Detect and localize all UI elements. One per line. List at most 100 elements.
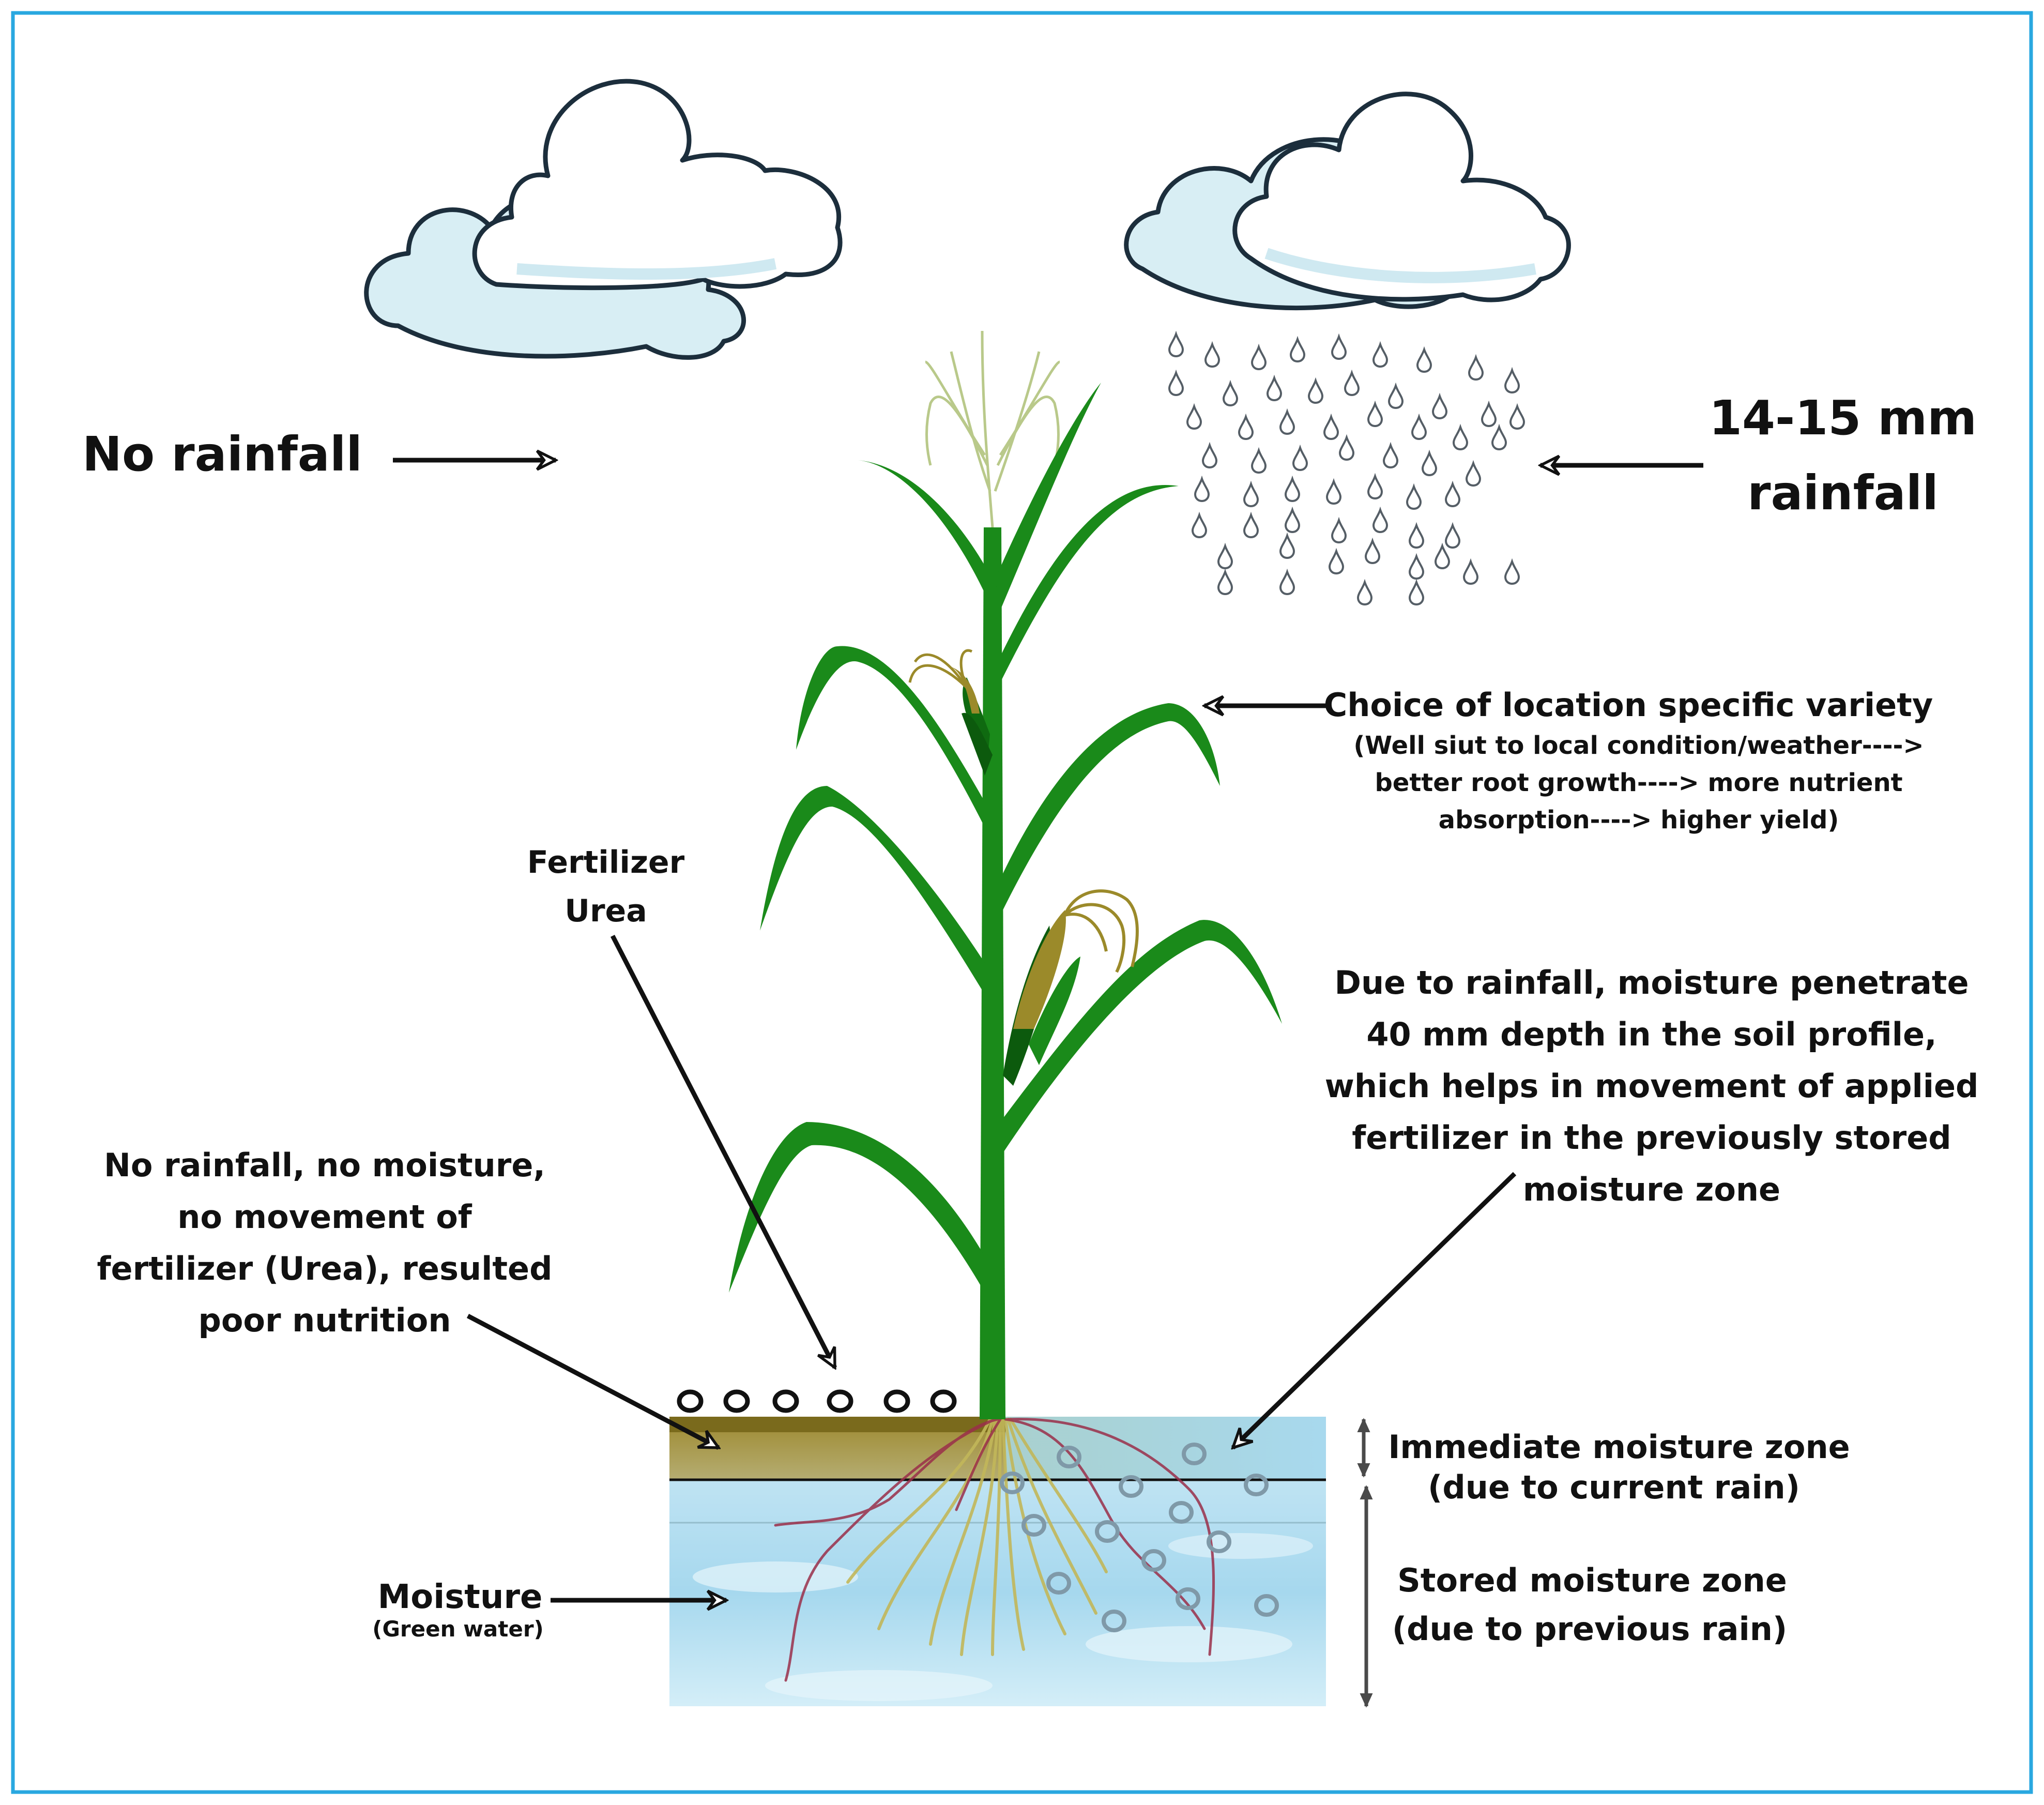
raindrop-icon [1372, 506, 1389, 534]
raindrop-icon [1331, 517, 1347, 544]
moisture-label: Moisture (Green water) [372, 1578, 544, 1642]
raindrop-icon [1411, 413, 1427, 441]
raindrop-icon [1481, 400, 1497, 428]
raindrop-icon [1238, 413, 1254, 441]
svg-text:(Green water): (Green water) [372, 1616, 544, 1642]
svg-text:(Well siut to local condition/: (Well siut to local condition/weather---… [1353, 731, 1924, 760]
raindrop-icon [1444, 522, 1461, 549]
raindrop-icon [1462, 558, 1479, 585]
urea-granule-icon [930, 1389, 957, 1413]
moisture-particle-icon [1141, 1549, 1166, 1572]
moisture-particle-icon [1057, 1446, 1081, 1468]
svg-text:absorption----> higher yield): absorption----> higher yield) [1439, 806, 1839, 835]
raindrop-icon [1452, 423, 1469, 451]
no-rain-effect-arrow [466, 1314, 719, 1450]
raindrop-icon [1416, 346, 1432, 373]
raindrop-icon [1292, 444, 1308, 472]
raindrop-icon [1465, 460, 1482, 487]
svg-text:(due to previous rain): (due to previous rain) [1392, 1610, 1787, 1648]
svg-text:Immediate moisture zone: Immediate moisture zone [1388, 1428, 1850, 1466]
svg-text:No rainfall, no moisture,: No rainfall, no moisture, [104, 1146, 545, 1184]
moisture-particle-icon [1182, 1443, 1207, 1465]
raindrop-icon [1406, 483, 1422, 510]
raindrop-icon [1284, 506, 1301, 534]
raindrop-icon [1504, 558, 1520, 585]
raindrop-icon [1468, 354, 1484, 381]
urea-granule-icon [723, 1389, 750, 1413]
moisture-particle-icon [1095, 1520, 1120, 1543]
raindrop-icons [1168, 330, 1526, 606]
cloud-icon [364, 79, 843, 360]
raindrop-icon [1372, 341, 1389, 368]
stored-zone-label: Stored moisture zone (due to previous ra… [1392, 1561, 1787, 1648]
raindrop-icon [1491, 423, 1507, 451]
urea-granule-icons [677, 1389, 957, 1413]
moisture-particle-icon [1244, 1474, 1269, 1496]
raindrop-icon [1444, 480, 1461, 508]
raindrop-icon [1367, 400, 1383, 428]
raindrop-icon [1504, 367, 1520, 394]
raindrop-icon [1434, 542, 1451, 570]
urea-granule-icon [883, 1389, 910, 1413]
raindrop-icon [1243, 480, 1259, 508]
rain-effect-label: Due to rainfall, moisture penetrate 40 m… [1325, 964, 1979, 1208]
svg-text:no movement of: no movement of [177, 1198, 472, 1236]
svg-text:Stored moisture zone: Stored moisture zone [1397, 1561, 1787, 1599]
raindrop-icon [1194, 475, 1210, 503]
svg-text:14-15 mm: 14-15 mm [1709, 390, 1977, 446]
svg-text:Due to rainfall, moisture pene: Due to rainfall, moisture penetrate [1334, 964, 1969, 1002]
no-rainfall-label: No rainfall [82, 427, 362, 482]
svg-text:rainfall: rainfall [1747, 465, 1939, 521]
moisture-particle-icon [1207, 1530, 1231, 1553]
moisture-particle-icon [1102, 1610, 1126, 1632]
raindrop-icon [1338, 434, 1355, 461]
raindrop-icon [1325, 478, 1342, 505]
raindrop-icon [1186, 403, 1202, 430]
urea-granule-icon [772, 1389, 799, 1413]
figure-frame [11, 11, 2033, 1794]
raindrop-icon [1168, 330, 1184, 358]
raindrop-icon [1408, 579, 1425, 606]
raindrop-icon [1217, 568, 1233, 596]
svg-text:(due to current rain): (due to current rain) [1428, 1468, 1800, 1506]
raindrop-icon [1421, 449, 1438, 477]
moisture-particle-icon [1000, 1472, 1025, 1494]
variety-label: Choice of location specific variety (Wel… [1324, 686, 1933, 835]
svg-text:Urea: Urea [565, 893, 647, 929]
raindrop-icon [1367, 473, 1383, 500]
raindrop-icon [1431, 392, 1448, 420]
raindrop-icon [1307, 377, 1324, 404]
no-rain-effect-label: No rainfall, no moisture, no movement of… [97, 1146, 553, 1339]
raindrop-icon [1168, 369, 1184, 397]
raindrop-icon [1331, 333, 1347, 360]
svg-text:fertilizer (Urea), resulted: fertilizer (Urea), resulted [97, 1250, 553, 1287]
raindrop-icon [1344, 369, 1360, 397]
moisture-particle-icon [1254, 1594, 1279, 1617]
svg-text:which helps in movement of app: which helps in movement of applied [1325, 1067, 1979, 1105]
fertilizer-label: Fertilizer Urea [527, 844, 685, 929]
raindrop-icon [1201, 442, 1218, 469]
svg-text:Moisture: Moisture [378, 1578, 543, 1616]
moisture-particle-icon [1169, 1501, 1194, 1524]
raindrop-icon [1266, 374, 1283, 402]
moisture-particle-icons [1000, 1443, 1279, 1632]
moisture-particle-icon [1119, 1475, 1143, 1498]
raindrop-icon [1387, 382, 1404, 409]
raindrop-icon [1364, 537, 1381, 565]
raindrop-icon [1284, 475, 1301, 503]
plant-roots [774, 1418, 1215, 1682]
raindrop-icon [1408, 553, 1425, 580]
raindrop-icon [1509, 403, 1526, 430]
raindrop-icon [1279, 408, 1295, 435]
moisture-particle-icon [1176, 1587, 1200, 1610]
moisture-particle-icon [1021, 1514, 1046, 1537]
arrows [393, 460, 1703, 1600]
raindrop-icon [1328, 548, 1345, 575]
raindrop-icon [1289, 336, 1306, 363]
raindrop-icon [1323, 413, 1339, 441]
raindrop-icon [1382, 442, 1399, 469]
raindrop-icon [1222, 380, 1239, 407]
raindrop-icon [1204, 341, 1221, 368]
svg-text:40 mm depth in the soil profil: 40 mm depth in the soil profile, [1366, 1015, 1936, 1053]
raindrop-icon [1191, 511, 1208, 539]
